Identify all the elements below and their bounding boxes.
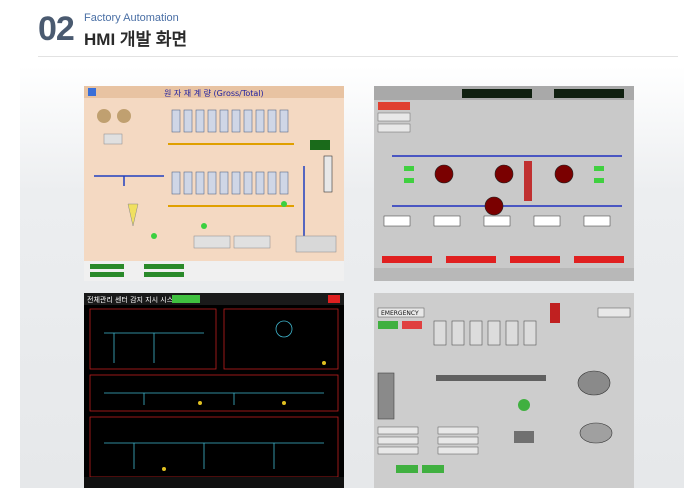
hmi-screenshot-monitoring[interactable]: 전체관리 센터 감지 지시 시스템 (84, 293, 344, 488)
process-line-screen-image (374, 86, 634, 281)
emergency-label: EMERGENCY (381, 310, 419, 317)
hmi-screenshot-silo-mixer[interactable]: EMERGENCY (374, 293, 634, 488)
hmi-screenshot-weighing[interactable]: 원 자 재 계 량 (Gross/Total) (84, 86, 344, 281)
weighing-screen-image: 원 자 재 계 량 (Gross/Total) (84, 86, 344, 281)
section-number: 02 (38, 10, 75, 48)
monitoring-screen-image: 전체관리 센터 감지 지시 시스템 (84, 293, 344, 488)
screen-title: 원 자 재 계 량 (Gross/Total) (164, 88, 264, 98)
silo-mixer-screen-image: EMERGENCY (374, 293, 634, 488)
section-title: HMI 개발 화면 (84, 30, 188, 49)
menu-icon (88, 88, 96, 96)
screen-title: 전체관리 센터 감지 지시 시스템 (87, 295, 180, 304)
hmi-screenshot-process-line[interactable] (374, 86, 634, 281)
section-subtitle: Factory Automation (84, 12, 179, 24)
header-divider (38, 56, 678, 57)
